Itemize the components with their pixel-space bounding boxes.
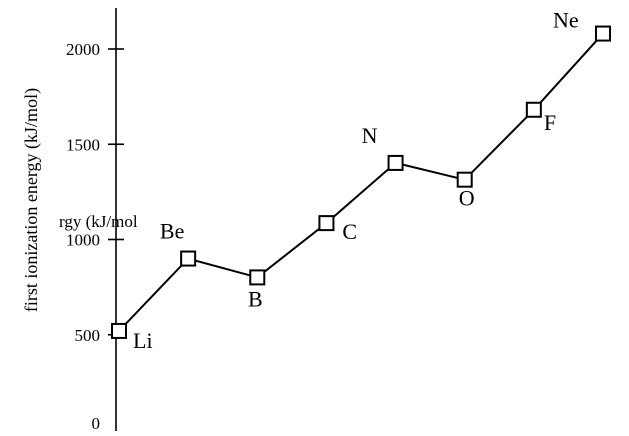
data-point-label: F: [544, 110, 556, 135]
data-point-marker: [595, 25, 611, 42]
y-tick-label: 2000: [66, 40, 100, 59]
data-point-marker: [111, 322, 127, 339]
y-tick-label: 1500: [66, 135, 100, 154]
y-tick-label: 1000: [66, 231, 100, 250]
data-point-label: C: [342, 219, 357, 244]
y-tick-label: 0: [92, 414, 101, 431]
series-layer: [111, 25, 611, 339]
data-point-marker: [180, 250, 197, 267]
data-point-label: Ne: [553, 8, 579, 33]
label-layer: Li BeB C N O F Ne: [133, 8, 579, 353]
data-point-label: Li: [133, 328, 153, 353]
data-point-label: Be: [160, 219, 184, 244]
data-point-marker: [525, 101, 542, 118]
axis-layer: 0 500 1000 1500 2000 first ionization energy …: [21, 8, 138, 433]
data-point-marker: [456, 171, 473, 188]
data-point-marker: [318, 215, 335, 232]
data-point-label: N: [362, 123, 378, 148]
data-point-label: B: [248, 286, 263, 311]
data-point-label: O: [459, 186, 475, 211]
y-tick-label: 500: [75, 326, 101, 345]
y-axis-title-fragment: rgy (kJ/mol: [59, 212, 138, 231]
series-line: [118, 32, 604, 332]
data-point-marker: [249, 269, 266, 286]
data-point-marker: [387, 154, 404, 171]
y-axis-title: first ionization energy (kJ/mol): [21, 88, 42, 312]
